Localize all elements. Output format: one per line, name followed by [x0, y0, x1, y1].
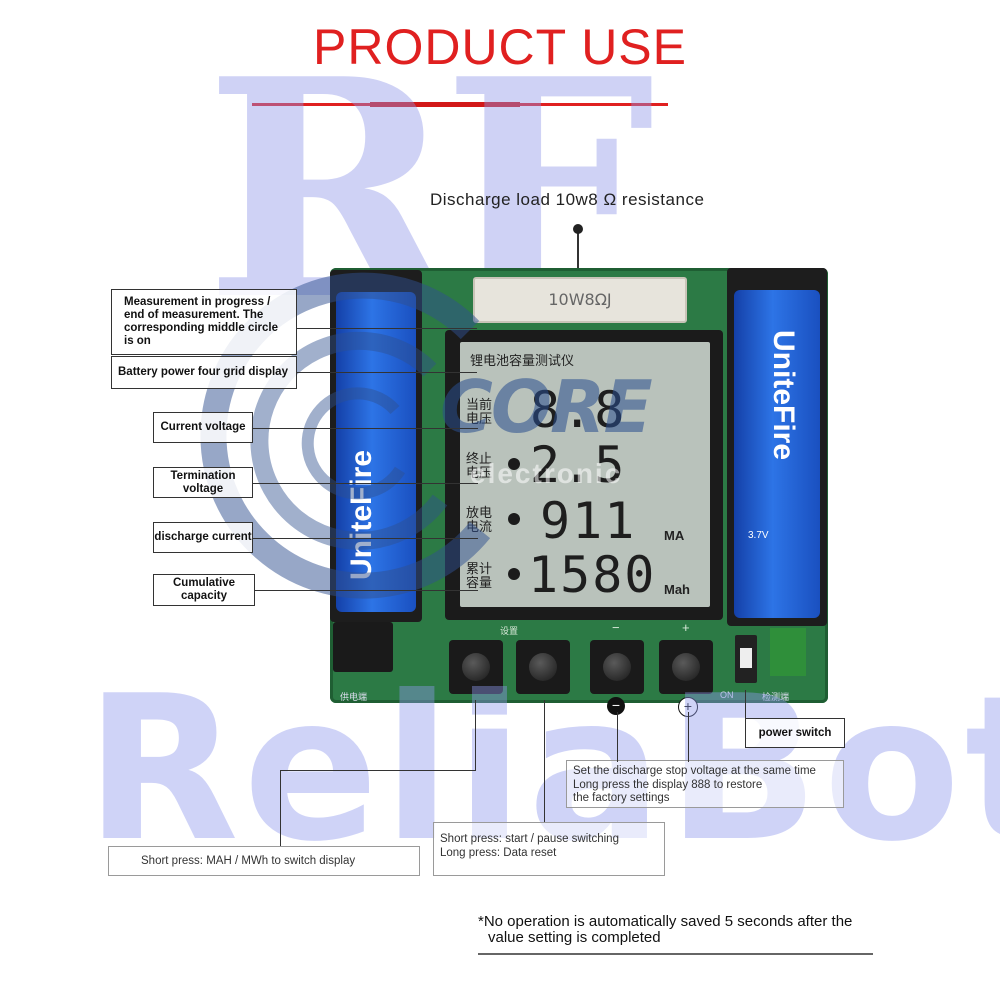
footnote-line-2: value setting is completed — [488, 929, 661, 946]
callout-power-switch: power switch — [745, 718, 845, 748]
callout-battery-power: Battery power four grid display — [111, 356, 297, 389]
dc-jack — [333, 622, 393, 672]
core-logo-subtext: electronic — [470, 458, 623, 489]
lcd-indicator-dot — [508, 458, 520, 470]
leader-line — [297, 372, 477, 373]
lcd-indicator-dot — [508, 513, 520, 525]
plus-button-mark: + — [682, 620, 690, 635]
lcd-unit-discharge-current: MA — [664, 528, 685, 543]
callout-termination-voltage: Termination voltage — [153, 467, 253, 498]
leader-line — [544, 700, 545, 822]
page-title: PRODUCT USE — [312, 19, 687, 75]
lcd-title: 锂电池容量测试仪 — [470, 353, 575, 368]
footnote-rule — [478, 953, 873, 955]
button-cap — [529, 653, 557, 681]
lcd-screen — [460, 342, 710, 607]
battery-right-voltage: 3.7V — [748, 530, 769, 541]
callout-current-voltage: Current voltage — [153, 412, 253, 443]
lcd-indicator-dot — [508, 568, 520, 580]
core-logo-text: CORE — [440, 365, 653, 449]
leader-line — [688, 712, 689, 762]
callout-discharge-current: discharge current — [153, 522, 253, 553]
leader-line — [617, 712, 618, 762]
lcd-value-current-voltage: 8.8 — [530, 381, 627, 439]
footnote-line-1: *No operation is automatically saved 5 s… — [478, 913, 853, 930]
load-resistor: 10W8ΩJ — [473, 277, 687, 323]
lcd-value-discharge-current: 911 — [540, 492, 637, 550]
resistor-leader-dot — [573, 224, 583, 234]
leader-line — [280, 770, 281, 846]
leader-line — [280, 770, 476, 771]
stop-voltage-line-2: Long press the display 888 to restore — [573, 778, 763, 791]
detect-label: 检测端 — [762, 692, 790, 702]
core-logo-watermark — [200, 272, 491, 599]
button-cap — [462, 653, 490, 681]
battery-right-brand: UniteFire — [767, 330, 800, 461]
start-pause-line-2: Long press: Data reset — [440, 846, 557, 859]
set-button[interactable] — [516, 640, 570, 694]
resistor-leader-line — [577, 228, 579, 280]
callout-cumulative-capacity: Cumulative capacity — [153, 574, 255, 606]
battery-left — [336, 292, 416, 612]
minus-button-mark: − — [612, 620, 620, 635]
footnote: *No operation is automatically saved 5 s… — [478, 914, 978, 946]
leader-line — [253, 428, 478, 429]
on-label: ON — [720, 690, 734, 700]
minus-button[interactable] — [590, 640, 644, 694]
lcd-label-termination-voltage: 终止电压 — [466, 451, 493, 480]
callout-mah-mwh: Short press: MAH / MWh to switch display — [108, 846, 420, 876]
battery-right — [734, 290, 820, 618]
resistor-callout-label: Discharge load 10w8 Ω resistance — [430, 190, 705, 209]
lcd-unit-cumulative-capacity: Mah — [664, 582, 690, 597]
stop-voltage-line-1: Set the discharge stop voltage at the sa… — [573, 765, 816, 777]
plus-button[interactable] — [659, 640, 713, 694]
lcd-value-cumulative-capacity: 1580 — [528, 546, 657, 604]
leader-line — [253, 483, 478, 484]
start-pause-line-1: Short press: start / pause switching — [440, 833, 619, 845]
mode-button[interactable] — [449, 640, 503, 694]
power-switch-knob — [740, 648, 752, 668]
set-button-mark: 设置 — [500, 626, 519, 636]
minus-circle-icon: − — [607, 697, 625, 715]
lcd-value-termination-voltage: 2.5 — [530, 436, 627, 494]
stop-voltage-line-3: the factory settings — [573, 792, 670, 804]
leader-line — [253, 538, 478, 539]
leader-line — [475, 700, 476, 770]
lcd-label-current-voltage: 当前电压 — [466, 397, 493, 426]
button-cap — [603, 653, 631, 681]
supply-label: 供电端 — [340, 692, 368, 702]
button-cap — [672, 653, 700, 681]
callout-stop-voltage: Set the discharge stop voltage at the sa… — [566, 760, 844, 808]
title-underline-accent — [370, 102, 520, 107]
leader-line — [297, 328, 477, 329]
callout-start-pause: Short press: start / pause switching Lon… — [433, 822, 665, 876]
leader-line — [255, 590, 478, 591]
lcd-label-cumulative-capacity: 累计容量 — [466, 561, 493, 590]
leader-line — [745, 690, 746, 720]
callout-measurement: Measurement in progress / end of measure… — [111, 289, 297, 355]
terminal-block — [770, 628, 806, 676]
